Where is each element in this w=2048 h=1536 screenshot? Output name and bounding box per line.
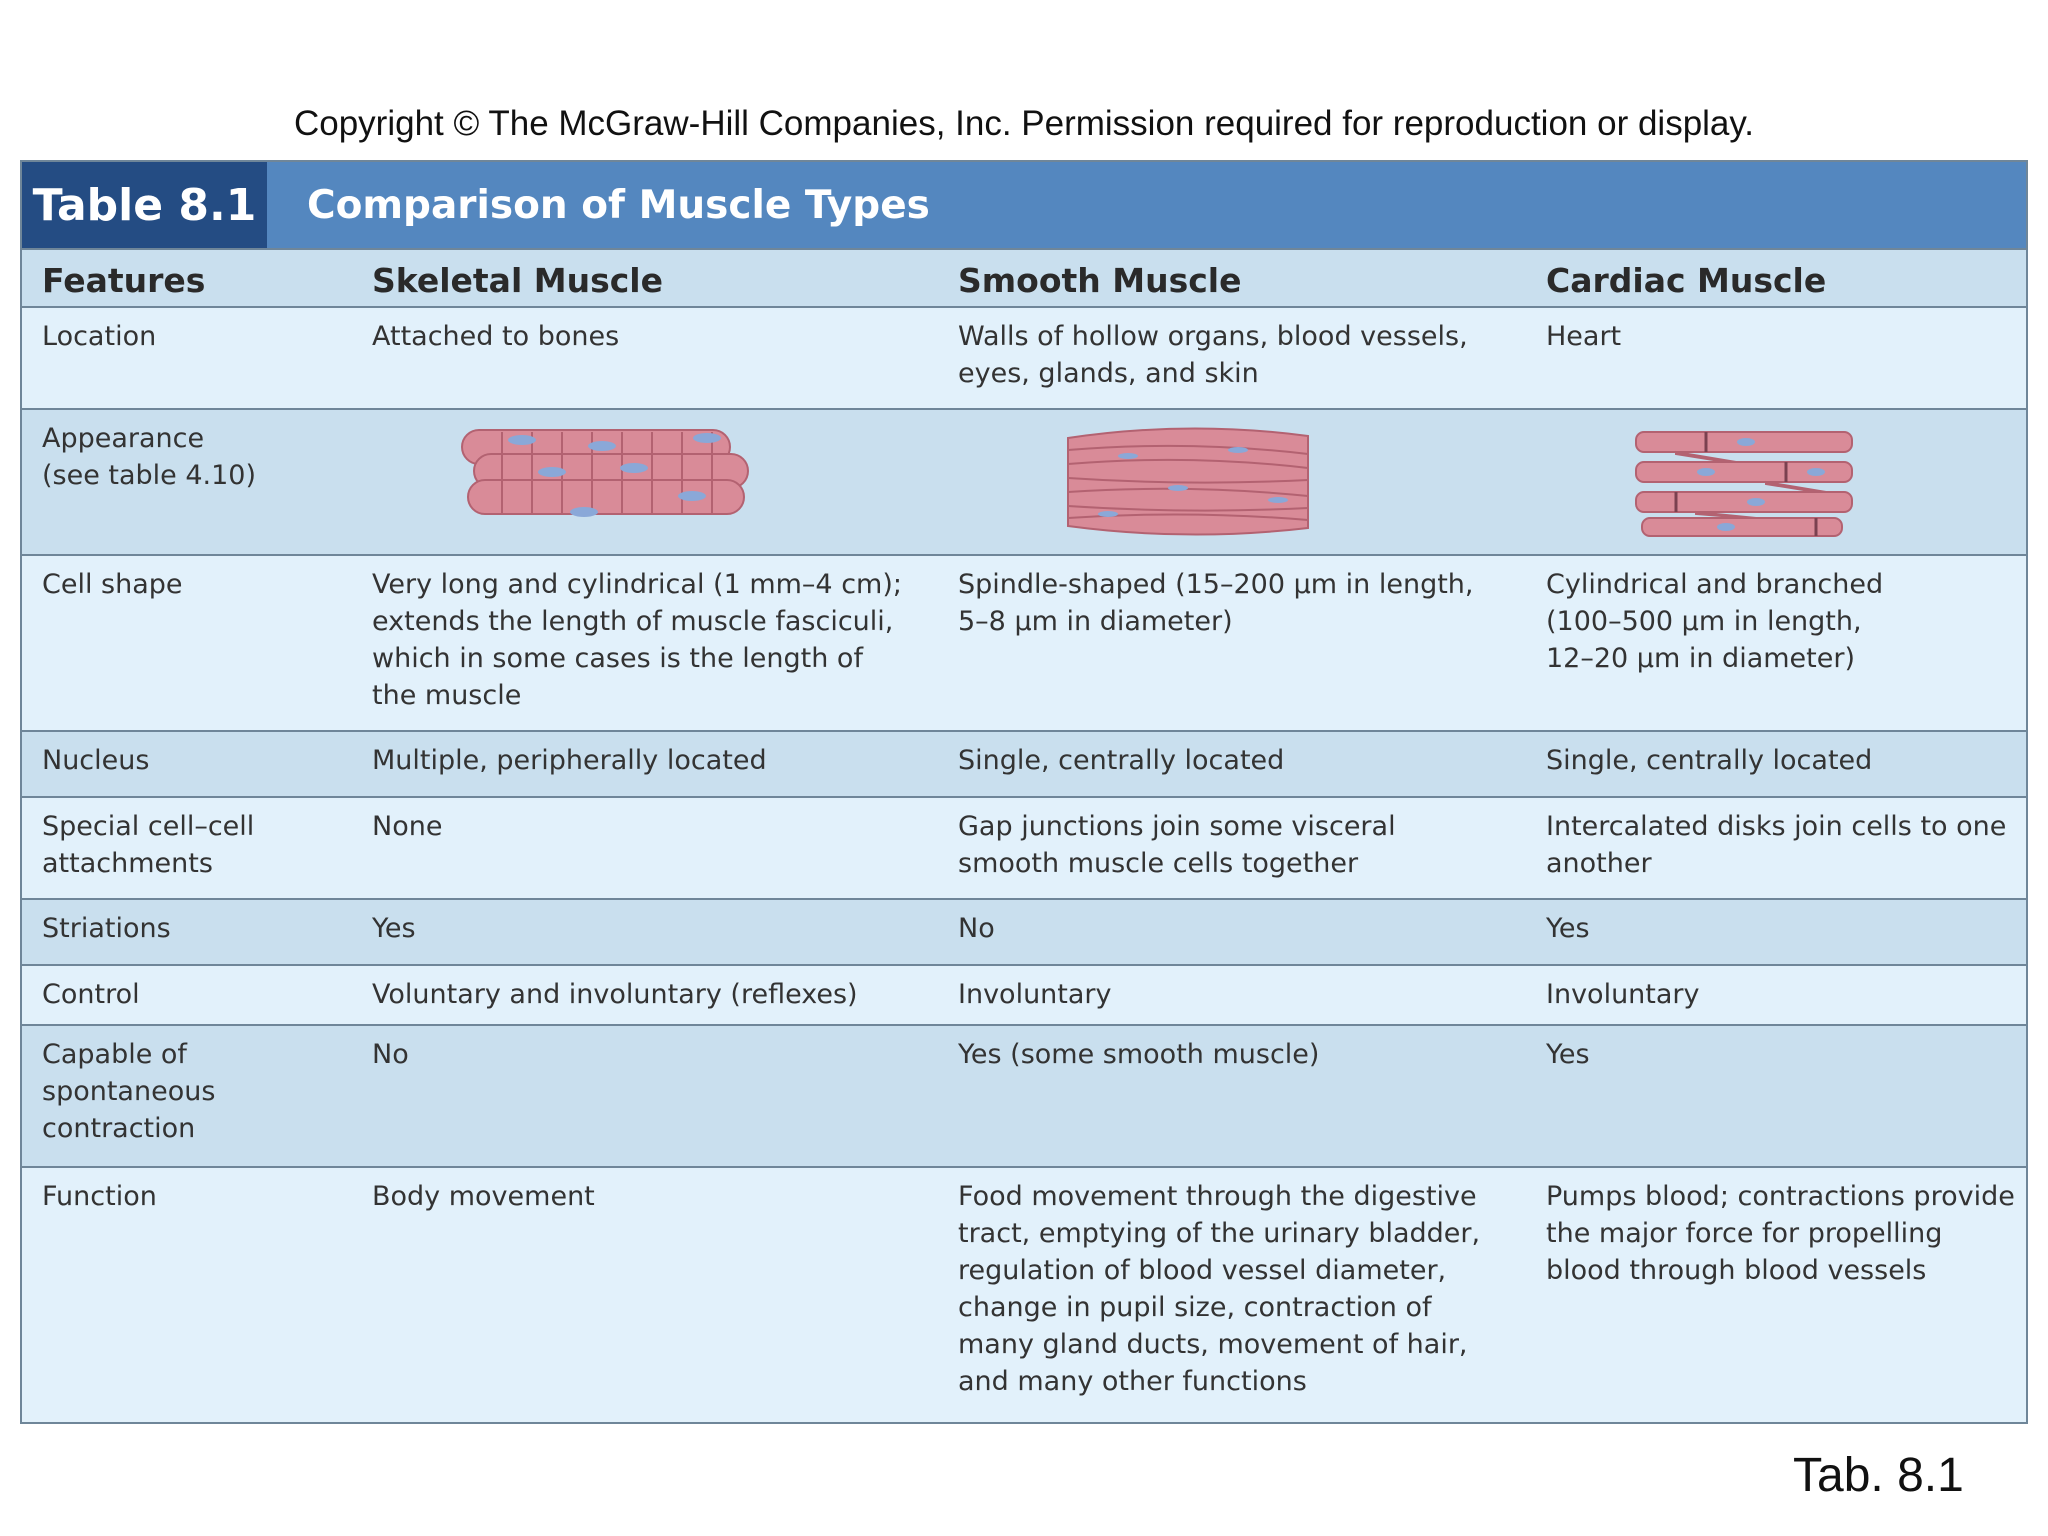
table-header-row: Features Skeletal Muscle Smooth Muscle C… bbox=[22, 250, 2026, 308]
table-row-cell-attachments: Special cell–cell attachments None Gap j… bbox=[22, 798, 2026, 900]
header-cardiac: Cardiac Muscle bbox=[1546, 261, 1827, 300]
table-row-nucleus: Nucleus Multiple, peripherally located S… bbox=[22, 732, 2026, 798]
cardiac-value: Yes bbox=[1546, 1039, 1590, 1070]
smooth-value: No bbox=[958, 913, 995, 944]
smooth-value: Food movement through the digestive trac… bbox=[958, 1181, 1481, 1397]
skeletal-value: Voluntary and involuntary (reflexes) bbox=[372, 979, 858, 1010]
cardiac-muscle-icon bbox=[1635, 431, 1853, 537]
feature-label: Striations bbox=[42, 913, 171, 944]
tab-label: Tab. 8.1 bbox=[1793, 1449, 1964, 1502]
skeletal-value: Yes bbox=[372, 913, 416, 944]
feature-label: Control bbox=[42, 979, 140, 1010]
feature-label: Capable of spontaneous contraction bbox=[42, 1039, 216, 1144]
table-row-control: Control Voluntary and involuntary (refle… bbox=[22, 966, 2026, 1026]
skeletal-value: Body movement bbox=[372, 1181, 595, 1212]
smooth-value: Walls of hollow organs, blood vessels, e… bbox=[958, 321, 1468, 389]
cardiac-value: Cylindrical and branched (100–500 μm in … bbox=[1546, 569, 1884, 674]
feature-label: Cell shape bbox=[42, 569, 183, 600]
table-row-location: Location Attached to bones Walls of holl… bbox=[22, 308, 2026, 410]
feature-label: Nucleus bbox=[42, 745, 150, 776]
muscle-comparison-table: Table 8.1 Comparison of Muscle Types Fea… bbox=[20, 160, 2028, 1424]
smooth-value: Yes (some smooth muscle) bbox=[958, 1039, 1320, 1070]
skeletal-muscle-icon bbox=[461, 429, 749, 517]
skeletal-value: Very long and cylindrical (1 mm–4 cm); e… bbox=[372, 569, 902, 711]
smooth-value: Involuntary bbox=[958, 979, 1112, 1010]
smooth-muscle-icon bbox=[1067, 427, 1309, 536]
table-number: Table 8.1 bbox=[22, 162, 267, 248]
table-row-appearance: Appearance (see table 4.10) bbox=[22, 410, 2026, 556]
table-row-cell-shape: Cell shape Very long and cylindrical (1 … bbox=[22, 556, 2026, 732]
skeletal-value: None bbox=[372, 811, 443, 842]
table-row-spontaneous-contraction: Capable of spontaneous contraction No Ye… bbox=[22, 1026, 2026, 1168]
table-title-bar: Table 8.1 Comparison of Muscle Types bbox=[22, 162, 2026, 250]
skeletal-value: Multiple, peripherally located bbox=[372, 745, 767, 776]
cardiac-value: Heart bbox=[1546, 321, 1622, 352]
feature-label: Special cell–cell attachments bbox=[42, 811, 255, 879]
header-smooth: Smooth Muscle bbox=[958, 261, 1242, 300]
smooth-value: Spindle-shaped (15–200 μm in length, 5–8… bbox=[958, 569, 1474, 637]
skeletal-value: Attached to bones bbox=[372, 321, 620, 352]
smooth-muscle-image bbox=[938, 410, 1526, 554]
table-title: Comparison of Muscle Types bbox=[307, 182, 930, 228]
header-skeletal: Skeletal Muscle bbox=[372, 261, 663, 300]
skeletal-muscle-image bbox=[352, 410, 938, 554]
cardiac-value: Intercalated disks join cells to one ano… bbox=[1546, 811, 2007, 879]
header-features: Features bbox=[42, 261, 206, 300]
table-row-function: Function Body movement Food movement thr… bbox=[22, 1168, 2026, 1422]
skeletal-value: No bbox=[372, 1039, 409, 1070]
smooth-value: Gap junctions join some visceral smooth … bbox=[958, 811, 1396, 879]
cardiac-value: Involuntary bbox=[1546, 979, 1700, 1010]
feature-label: Location bbox=[42, 321, 157, 352]
copyright-notice: Copyright © The McGraw-Hill Companies, I… bbox=[293, 104, 1755, 143]
table-row-striations: Striations Yes No Yes bbox=[22, 900, 2026, 966]
cardiac-value: Pumps blood; contractions provide the ma… bbox=[1546, 1181, 2015, 1286]
feature-label: Function bbox=[42, 1181, 157, 1212]
cardiac-muscle-image bbox=[1526, 410, 2026, 554]
cardiac-value: Single, centrally located bbox=[1546, 745, 1873, 776]
cardiac-value: Yes bbox=[1546, 913, 1590, 944]
smooth-value: Single, centrally located bbox=[958, 745, 1285, 776]
feature-label: Appearance (see table 4.10) bbox=[42, 423, 257, 491]
